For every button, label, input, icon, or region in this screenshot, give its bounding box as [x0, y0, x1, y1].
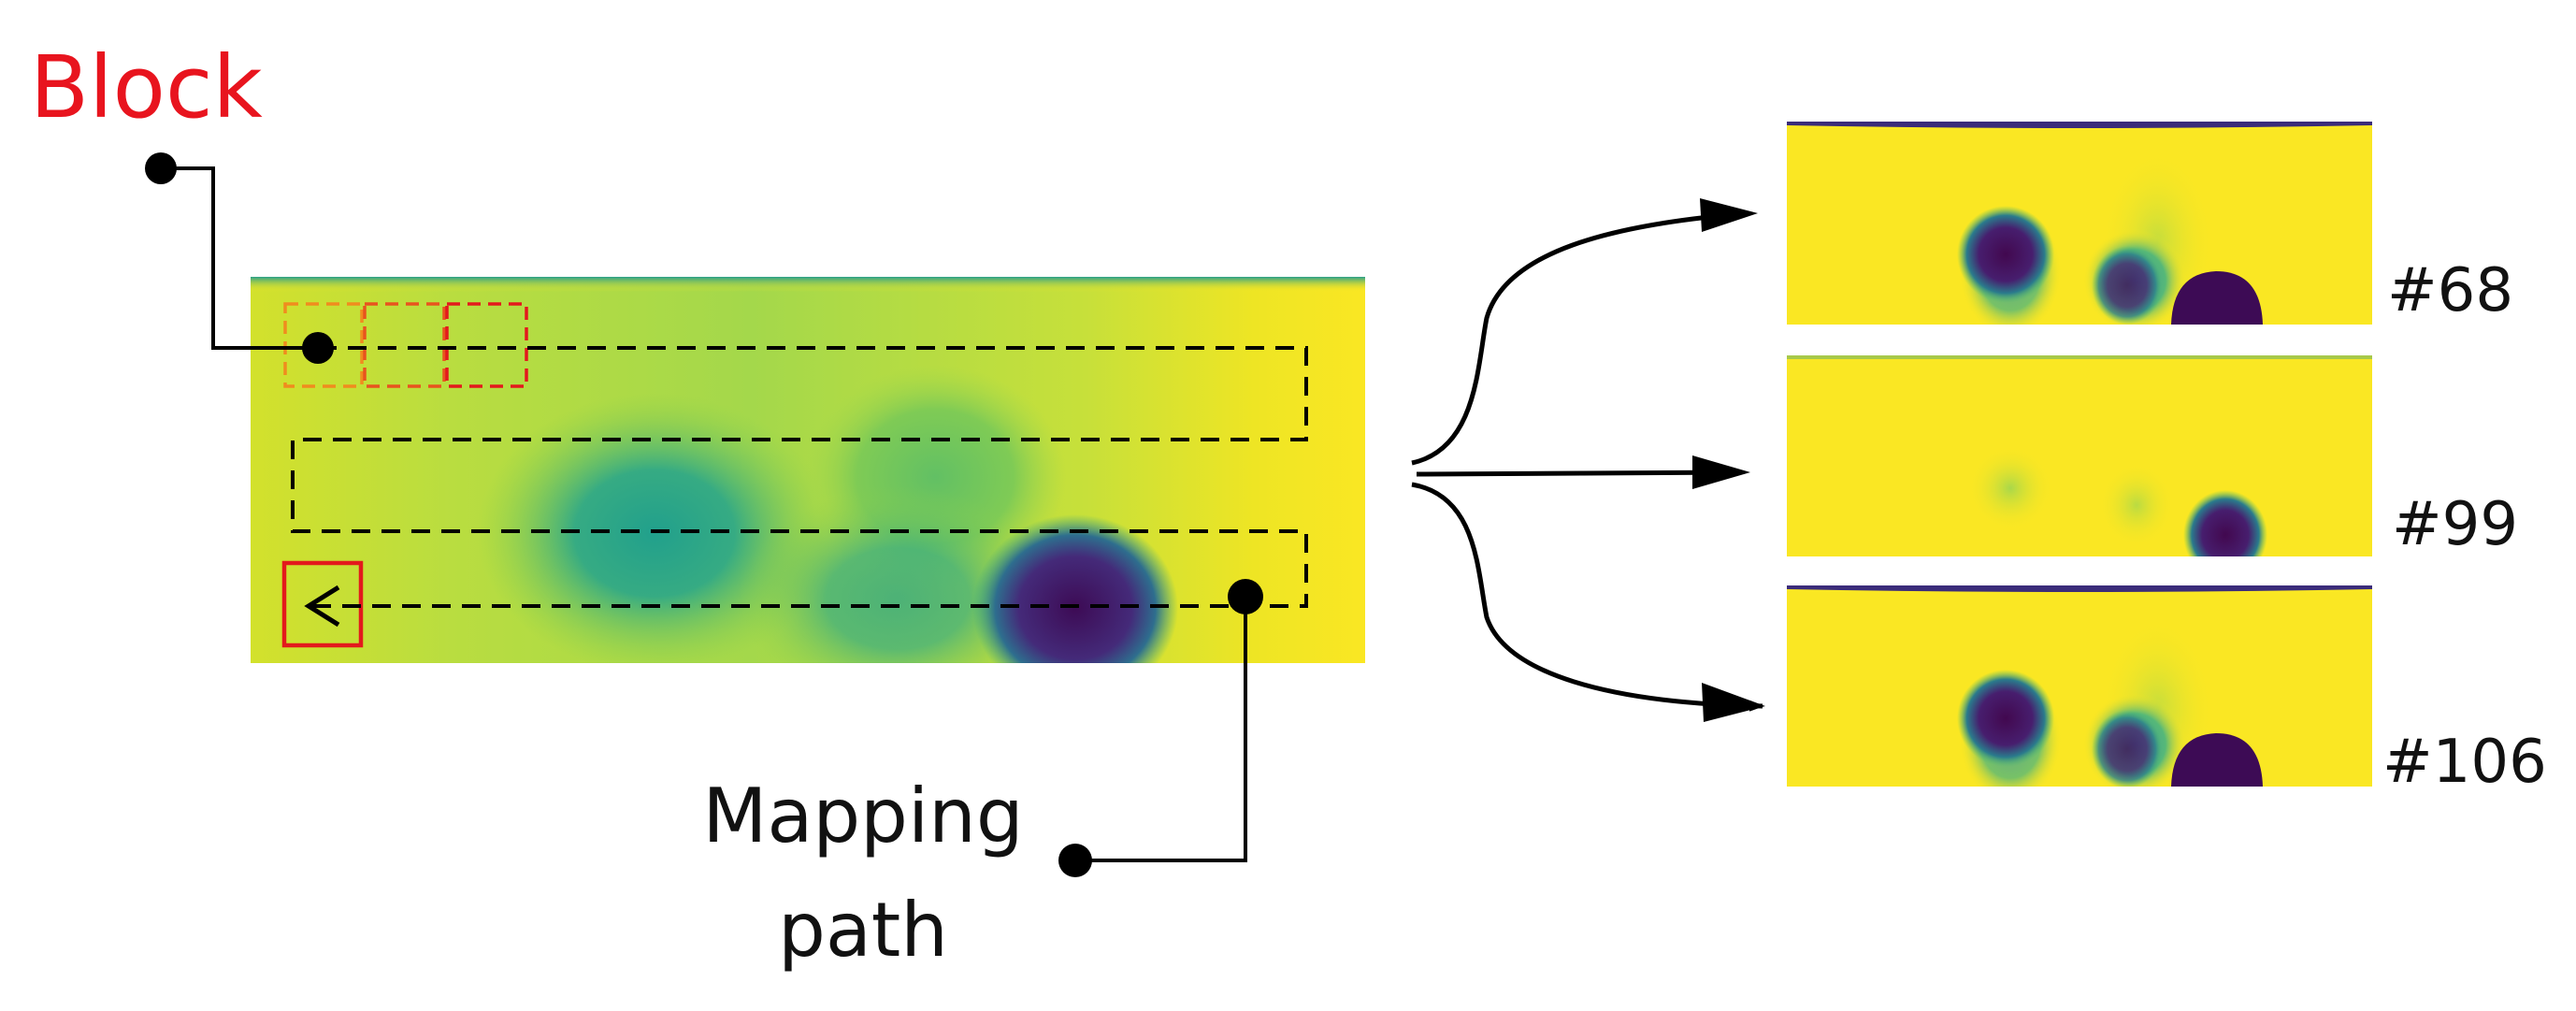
arrowhead-106 — [1702, 683, 1765, 722]
arrow-to-68 — [1411, 209, 1750, 466]
mapping-label-line2: path — [778, 887, 948, 974]
main-field-map — [251, 277, 1365, 663]
map-106-label: #106 — [2382, 728, 2547, 797]
arrow-to-106 — [1411, 482, 1764, 712]
map-106 — [1787, 585, 2372, 787]
block-connector — [145, 152, 334, 364]
arrow-to-99 — [1416, 467, 1739, 479]
path-end-arrowhead — [304, 585, 340, 628]
mapping-path-line — [291, 346, 1308, 608]
map-99-label: #99 — [2392, 490, 2518, 559]
branch-arrows — [1411, 209, 1764, 712]
mapping-connector — [1058, 579, 1263, 877]
mapping-label-line1: Mapping — [702, 773, 1023, 859]
map-99 — [1787, 355, 2372, 556]
arrowhead-68 — [1700, 198, 1758, 232]
block-label: Block — [30, 37, 264, 137]
arrowhead-99 — [1692, 455, 1750, 489]
map-68 — [1787, 122, 2372, 325]
block-box-1 — [283, 302, 364, 388]
map-68-label: #68 — [2387, 256, 2513, 325]
block-boxes — [283, 302, 528, 388]
